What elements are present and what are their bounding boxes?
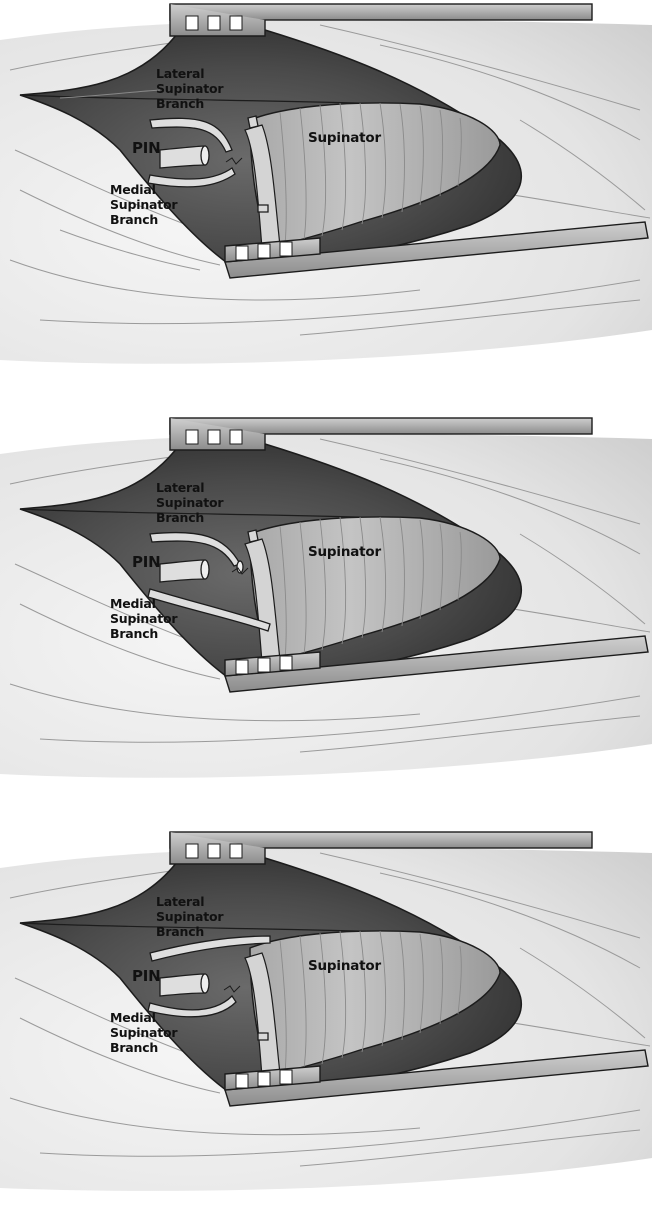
label-pin: PIN [132, 967, 161, 985]
medial-branch-nerve [147, 994, 237, 1018]
skin-folds [9, 24, 651, 336]
nerve-branches [147, 115, 269, 213]
medial-branch-nerve [147, 588, 271, 632]
label-pin: PIN [132, 553, 161, 571]
illustration-panel-1: Lateral Supinator Branch Medial Supinato… [0, 0, 652, 400]
muscle-striations [279, 930, 462, 1074]
nerve-suture [231, 567, 249, 575]
label-medial-supinator-branch: Medial Supinator Branch [110, 182, 178, 227]
top-retractor [169, 3, 593, 37]
lateral-branch-nerve [149, 117, 233, 153]
label-lateral-supinator-branch: Lateral Supinator Branch [156, 66, 224, 111]
surgical-illustration-3 [0, 831, 652, 1191]
label-supinator: Supinator [308, 130, 381, 146]
lateral-branch-nerve [149, 935, 271, 962]
skin-folds [9, 438, 651, 753]
bottom-retractor [224, 635, 649, 693]
pin-nerve [159, 559, 206, 583]
top-retractor [169, 831, 593, 865]
muscle-striations [279, 102, 462, 246]
pin-nerve [159, 973, 206, 997]
label-supinator: Supinator [308, 958, 381, 974]
top-retractor [169, 417, 593, 451]
pin-nerve [159, 145, 206, 169]
label-supinator: Supinator [308, 544, 381, 560]
medial-branch-nerve [147, 167, 236, 188]
nerve-suture [223, 985, 241, 993]
label-pin: PIN [132, 139, 161, 157]
bottom-retractor [224, 221, 649, 279]
muscle-striations [279, 516, 462, 660]
bottom-retractor [224, 1049, 649, 1107]
nerve-branches [147, 529, 271, 632]
label-medial-supinator-branch: Medial Supinator Branch [110, 1010, 178, 1055]
surgical-illustration-1 [0, 3, 652, 364]
illustration-panel-3: Lateral Supinator Branch Medial Supinato… [0, 828, 652, 1228]
label-medial-supinator-branch: Medial Supinator Branch [110, 596, 178, 641]
nerve-suture [225, 157, 243, 165]
nerve-branches [147, 935, 271, 1041]
surgical-illustration-2 [0, 417, 652, 778]
label-lateral-supinator-branch: Lateral Supinator Branch [156, 480, 224, 525]
label-lateral-supinator-branch: Lateral Supinator Branch [156, 894, 224, 939]
illustration-panel-2: Lateral Supinator Branch Medial Supinato… [0, 414, 652, 814]
